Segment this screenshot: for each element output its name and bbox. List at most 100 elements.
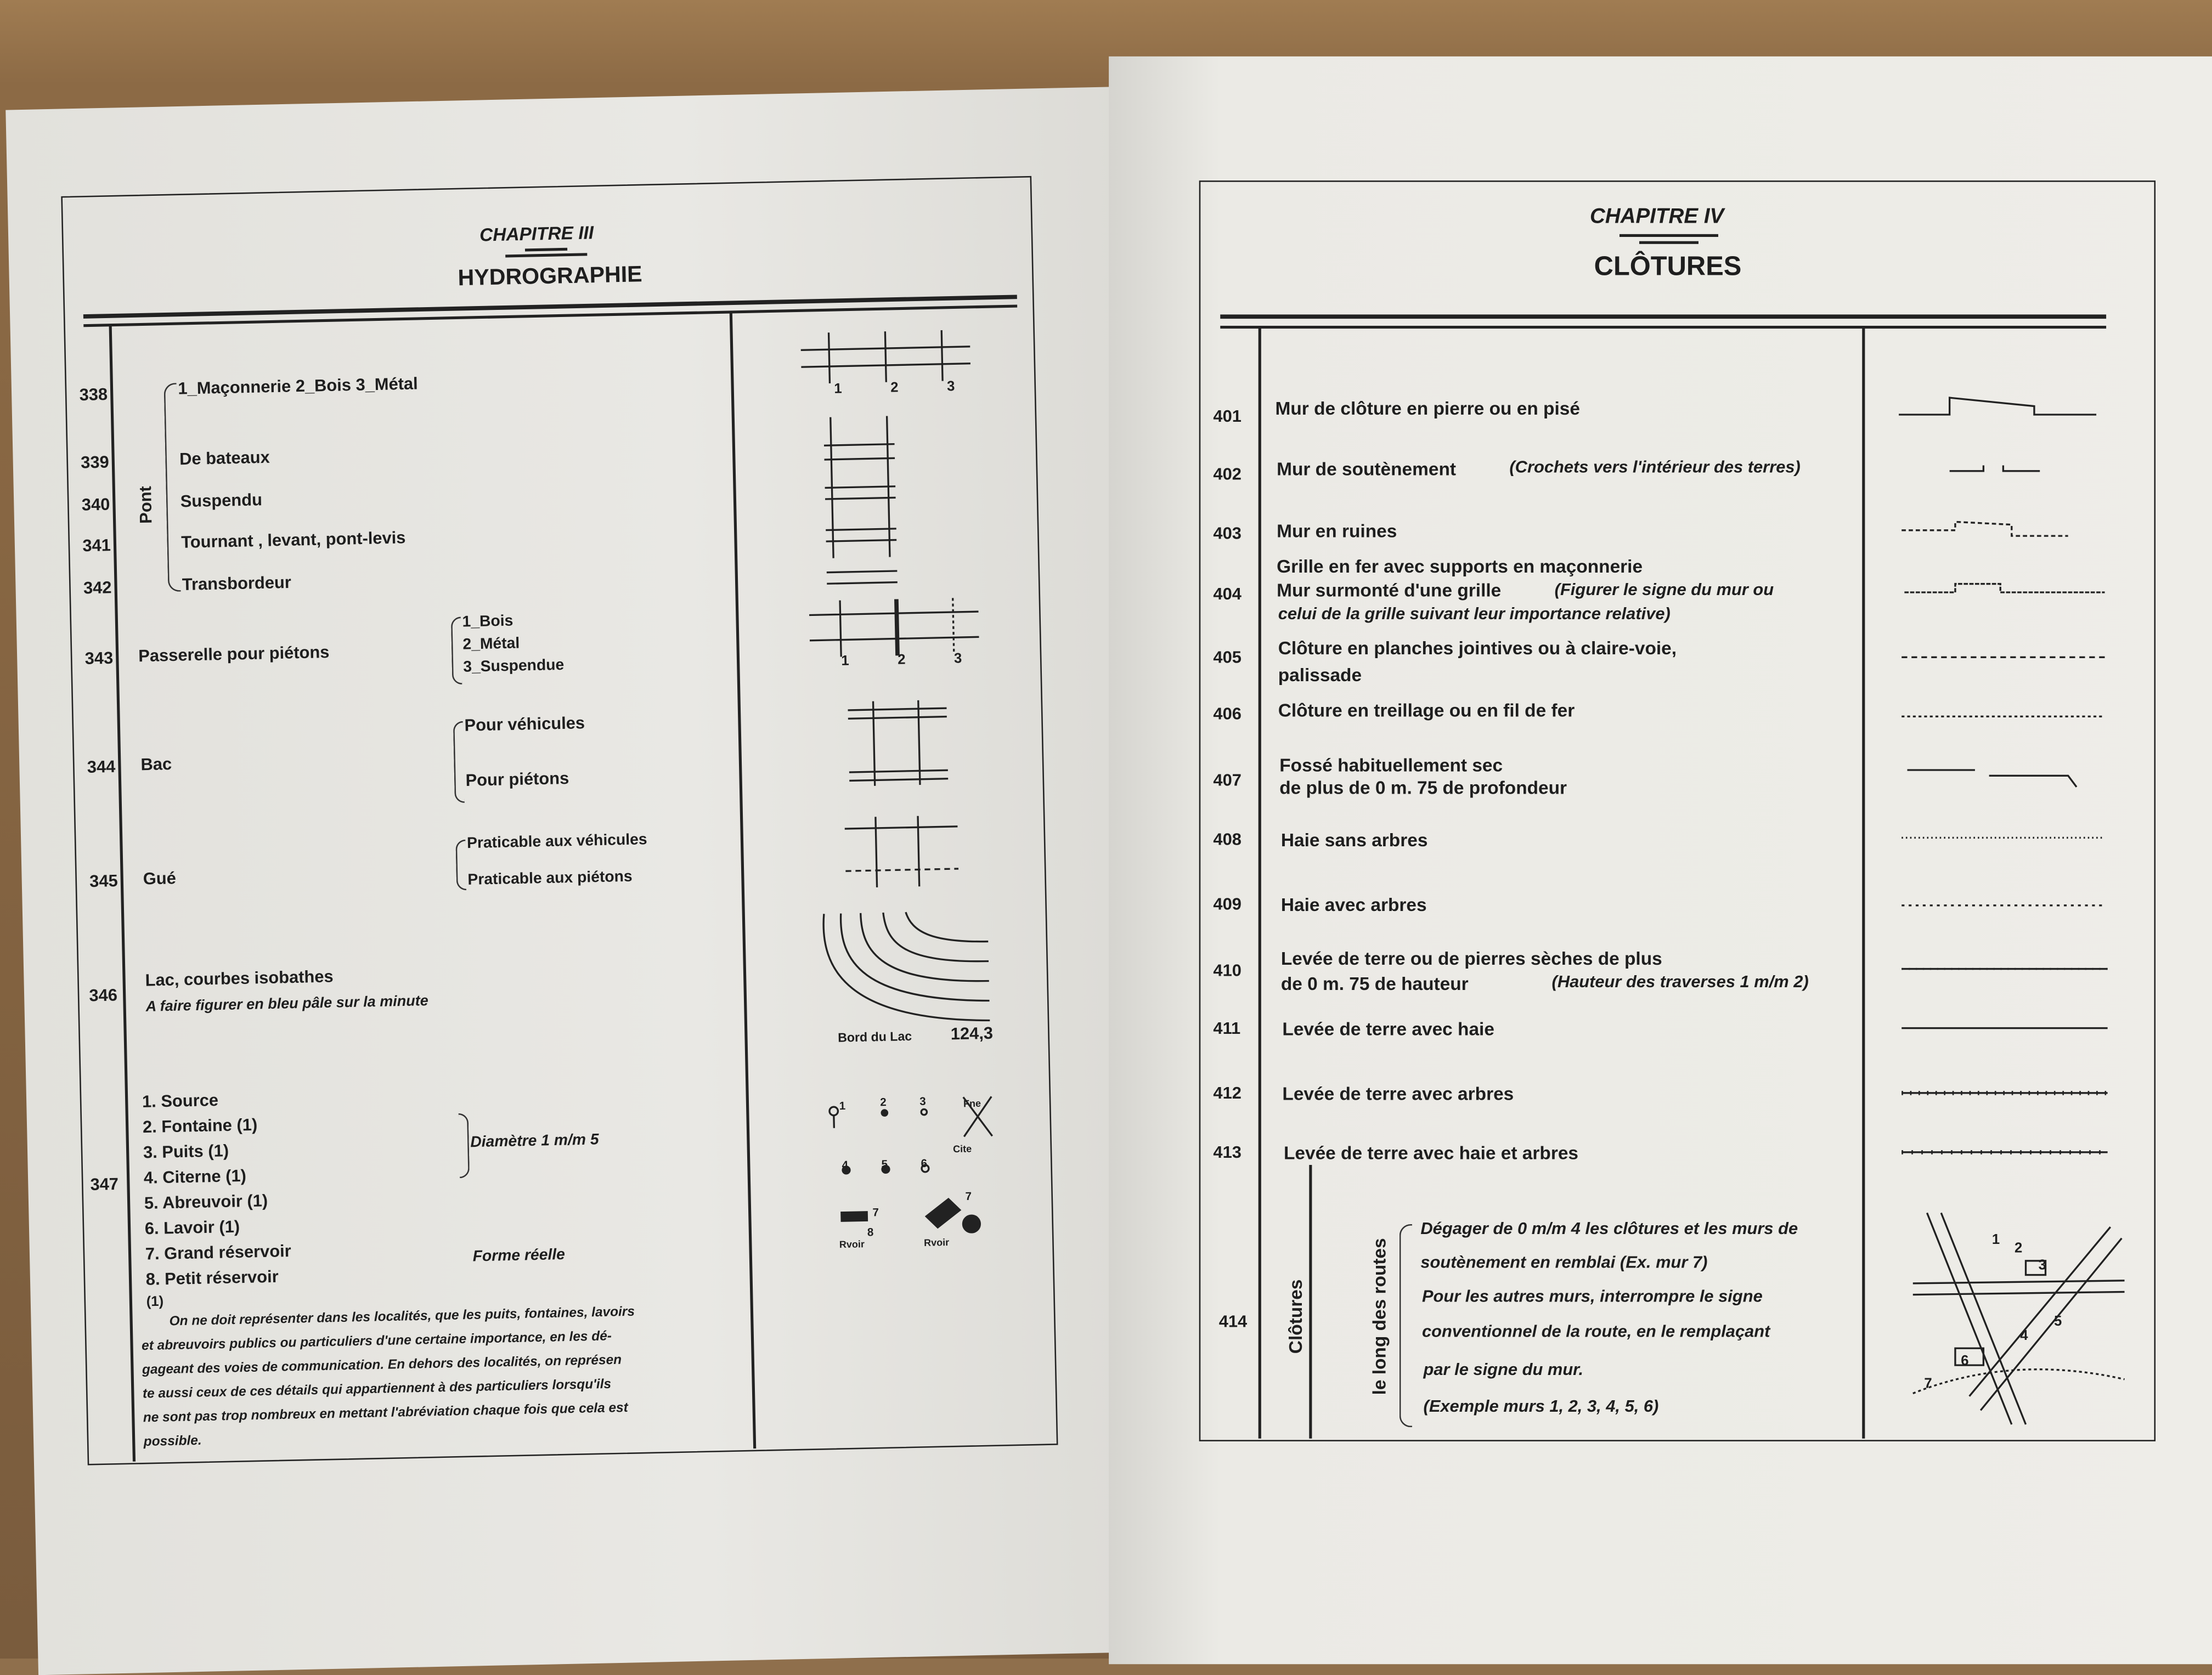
entry-number: 410 (1213, 960, 1242, 980)
fence-symbols (1899, 395, 2111, 1170)
entry-text: Levée de terre ou de pierres sèches de p… (1281, 948, 1662, 969)
entry-text: Mur de clôture en pierre ou en pisé (1276, 398, 1580, 419)
list-item: 5. Abreuvoir (1) (144, 1191, 268, 1213)
entry-number: 406 (1213, 704, 1242, 723)
chapter-label: CHAPITRE III (479, 222, 594, 245)
entry-text: Clôture en planches jointives ou à clair… (1278, 637, 1677, 659)
option-text: 2_Métal (462, 635, 520, 653)
footbridge-symbols (809, 597, 979, 657)
entry-note-line: Dégager de 0 m/m 4 les clôtures et les m… (1420, 1219, 1798, 1238)
entry-number: 346 (89, 985, 117, 1005)
entry-note: (Crochets vers l'intérieur des terres) (1509, 457, 1800, 477)
entry-text: Levée de terre avec haie et arbres (1284, 1142, 1578, 1164)
number-column-divider (1259, 327, 1261, 1439)
right-page: CHAPITRE IV CLÔTURES 401 Mur de clôture … (1109, 56, 2212, 1664)
diameter-note: Diamètre 1 m/m 5 (470, 1131, 599, 1151)
entry-text: Bac (140, 754, 172, 774)
entry-text: Transbordeur (182, 573, 292, 595)
symbol-label: 2 (890, 381, 899, 397)
brace (459, 1113, 470, 1179)
entry-text: Mur surmonté d'une grille (1277, 580, 1501, 601)
ferry-symbols (848, 700, 948, 786)
entry-text: Clôture en treillage ou en fil de fer (1278, 699, 1575, 721)
list-item: 3. Puits (1) (143, 1141, 229, 1162)
symbol-label: 124,3 (950, 1023, 993, 1044)
symbol-label: 7 (965, 1190, 972, 1203)
entry-text: Levée de terre avec haie (1282, 1018, 1494, 1040)
entry-text: Passerelle pour piétons (138, 642, 330, 666)
symbol-label: 1 (841, 654, 849, 670)
entry-number: 339 (81, 452, 109, 472)
brace (1400, 1224, 1412, 1427)
brace (451, 617, 462, 685)
symbol-label: Fne (963, 1100, 981, 1110)
symbol-label: 2 (880, 1096, 887, 1108)
list-item: 6. Lavoir (1) (145, 1216, 240, 1238)
entry-text: Fossé habituellement sec (1279, 755, 1503, 776)
water-point-symbols (828, 1094, 1000, 1238)
entry-note-line: (Exemple murs 1, 2, 3, 4, 5, 6) (1424, 1396, 1659, 1416)
side-label: le long des routes (1369, 1238, 1390, 1395)
entry-number: 402 (1213, 464, 1242, 484)
entry-text: Mur de soutènement (1277, 459, 1456, 480)
bridge-symbols (800, 330, 975, 587)
page-title: CLÔTURES (1594, 252, 1742, 284)
option-text: 1_Bois (462, 613, 513, 631)
list-item: 8. Petit réservoir (145, 1266, 279, 1289)
chapter-label: CHAPITRE IV (1590, 205, 1724, 229)
entry-text: Mur en ruines (1277, 520, 1397, 542)
list-item: 4. Citerne (1) (144, 1166, 247, 1188)
entry-note: celui de la grille suivant leur importan… (1278, 604, 1671, 624)
option-text: 3_Suspendue (463, 657, 565, 676)
entry-number: 403 (1213, 523, 1242, 543)
symbol-label: Bord du Lac (838, 1029, 912, 1045)
entry-number: 347 (90, 1174, 119, 1195)
symbol-label: Cite (953, 1145, 972, 1156)
brace (455, 840, 466, 891)
lake-contour-symbol (819, 910, 990, 1027)
symbol-label: 3 (919, 1095, 926, 1108)
entry-note: (Hauteur des traverses 1 m/m 2) (1552, 972, 1809, 992)
entry-number: 341 (82, 535, 111, 556)
page-title: HYDROGRAPHIE (458, 263, 642, 292)
symbol-label: 6 (1961, 1354, 1968, 1370)
entry-number: 345 (89, 871, 118, 891)
symbol-column-divider (1862, 327, 1864, 1439)
entry-text: De bateaux (179, 447, 270, 468)
symbol-label: 3 (2039, 1258, 2046, 1274)
entry-number: 343 (84, 648, 113, 669)
symbol-label: 7 (1924, 1377, 1932, 1392)
entry-number: 338 (79, 384, 108, 405)
symbol-label: 1 (834, 382, 842, 398)
list-item: 2. Fontaine (1) (143, 1114, 258, 1136)
entry-number: 407 (1213, 770, 1242, 790)
entry-note-line: soutènement en remblai (Ex. mur 7) (1420, 1252, 1707, 1272)
entry-number: 401 (1213, 406, 1242, 426)
brace (453, 721, 465, 803)
entry-text: Haie sans arbres (1281, 829, 1428, 851)
entry-text: Lac, courbes isobathes (145, 966, 334, 990)
left-page: CHAPITRE III HYDROGRAPHIE 338 1_Maçonner… (5, 87, 1155, 1675)
symbol-label: 3 (947, 380, 955, 395)
option-text: Pour piétons (465, 768, 569, 790)
list-item: 7. Grand réservoir (145, 1241, 291, 1264)
entry-note: (Figurer le signe du mur ou (1555, 580, 1774, 599)
header-rule (1220, 314, 2106, 319)
entry-text: Grille en fer avec supports en maçonneri… (1277, 556, 1643, 577)
entry-number: 342 (83, 578, 112, 598)
symbol-label: 5 (2054, 1315, 2062, 1330)
entry-number: 408 (1213, 829, 1242, 849)
symbol-label: 4 (842, 1159, 848, 1172)
symbol-label: Rvoir (839, 1240, 865, 1250)
symbol-label: 7 (872, 1206, 879, 1219)
symbol-label: 4 (2020, 1328, 2028, 1344)
pont-label: Pont (136, 486, 156, 524)
entry-number: 344 (87, 756, 115, 777)
entry-number: 409 (1213, 894, 1242, 914)
side-label: Clôtures (1285, 1280, 1306, 1354)
symbol-label: 2 (2015, 1241, 2022, 1257)
entry-number: 412 (1213, 1083, 1242, 1103)
footnote-line: possible. (143, 1433, 201, 1450)
entry-text: palissade (1278, 664, 1362, 686)
symbol-label: 1 (1992, 1232, 2000, 1248)
